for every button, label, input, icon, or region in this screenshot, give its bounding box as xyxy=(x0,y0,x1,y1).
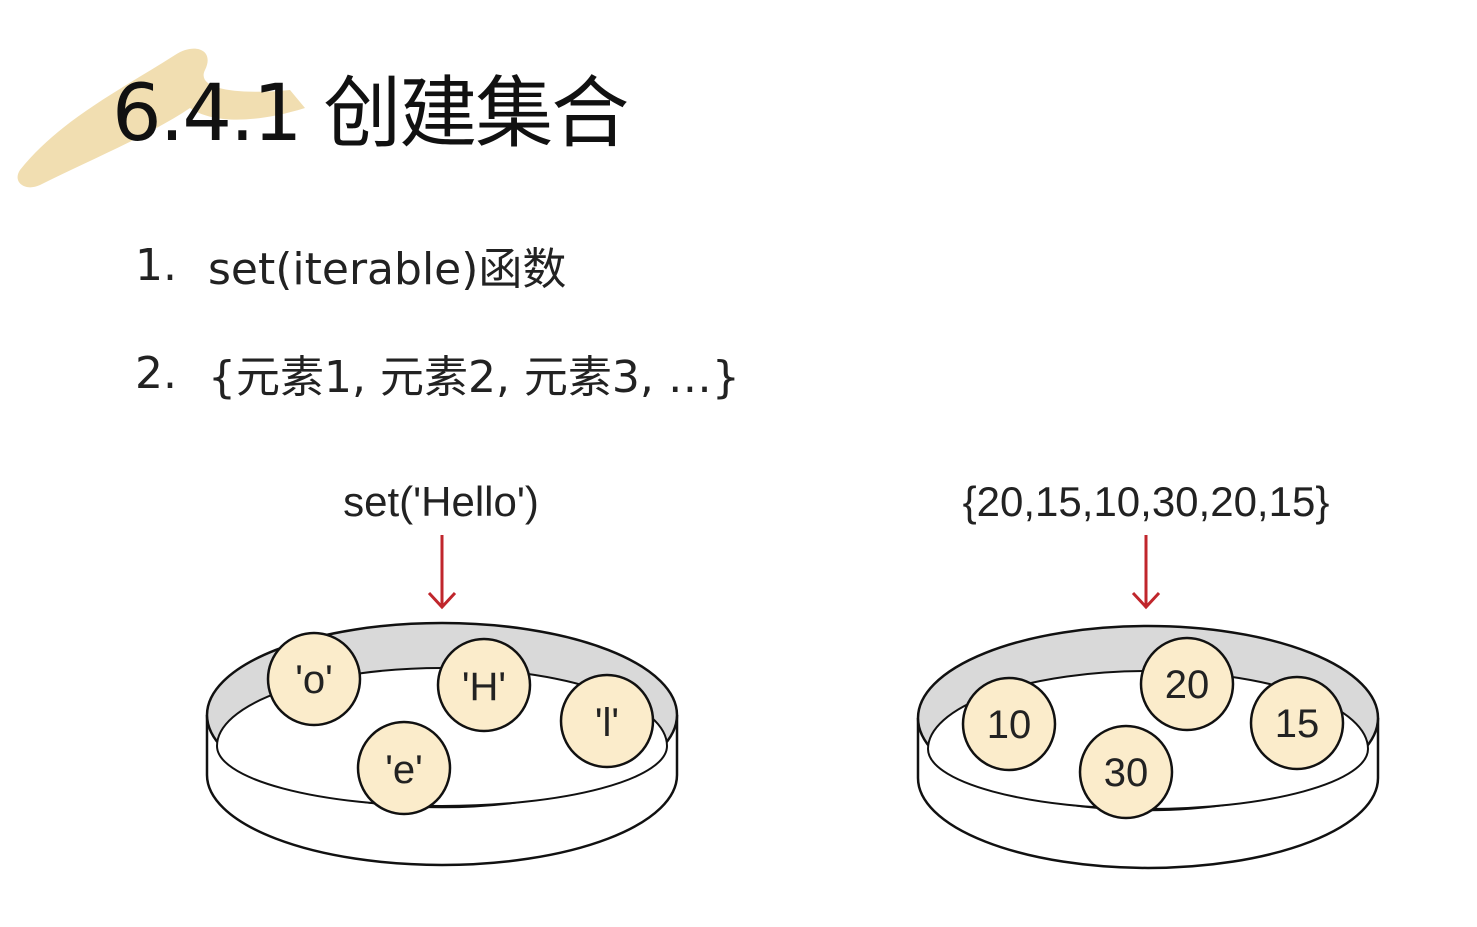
ball-label: 'o' xyxy=(295,658,333,702)
ball-15: 15 xyxy=(1249,675,1345,771)
ball-label: 'H' xyxy=(462,665,506,709)
ball-10: 10 xyxy=(961,676,1057,772)
dish xyxy=(205,621,679,867)
ball-label: 'l' xyxy=(595,701,619,745)
set-hello-diagram: set('Hello') 'o' 'H' 'l' xyxy=(200,470,690,874)
ball-e: 'e' xyxy=(356,720,452,816)
ball-30: 30 xyxy=(1078,724,1174,820)
list-item-number: 1. xyxy=(135,239,177,291)
diagram-label: {20,15,10,30,20,15} xyxy=(963,478,1330,525)
ball-l: 'l' xyxy=(559,673,655,769)
ball-label: 20 xyxy=(1165,663,1210,707)
slide-title: 6.4.1 创建集合 xyxy=(112,69,629,159)
ball-label: 10 xyxy=(987,703,1032,747)
list-item-text: {元素1, 元素2, 元素3, …} xyxy=(208,352,740,403)
down-arrow-icon xyxy=(427,535,457,610)
list-item: 1. set(iterable)函数 xyxy=(135,230,740,300)
ball-H: 'H' xyxy=(436,637,532,733)
ball-20: 20 xyxy=(1139,636,1235,732)
diagram-label: set('Hello') xyxy=(343,478,539,525)
brush-stroke-decoration xyxy=(17,48,306,188)
ball-label: 30 xyxy=(1104,751,1149,795)
ball-o: 'o' xyxy=(266,631,362,727)
list-item-number: 2. xyxy=(135,347,177,399)
set-literal-diagram: {20,15,10,30,20,15} 20 10 15 xyxy=(910,470,1400,874)
list-item: 2. {元素1, 元素2, 元素3, …} xyxy=(135,338,740,408)
method-list: 1. set(iterable)函数 2. {元素1, 元素2, 元素3, …} xyxy=(135,230,740,446)
ball-label: 'e' xyxy=(385,748,423,792)
down-arrow-icon xyxy=(1131,535,1161,610)
list-item-text: set(iterable)函数 xyxy=(208,244,567,295)
ball-label: 15 xyxy=(1275,702,1320,746)
